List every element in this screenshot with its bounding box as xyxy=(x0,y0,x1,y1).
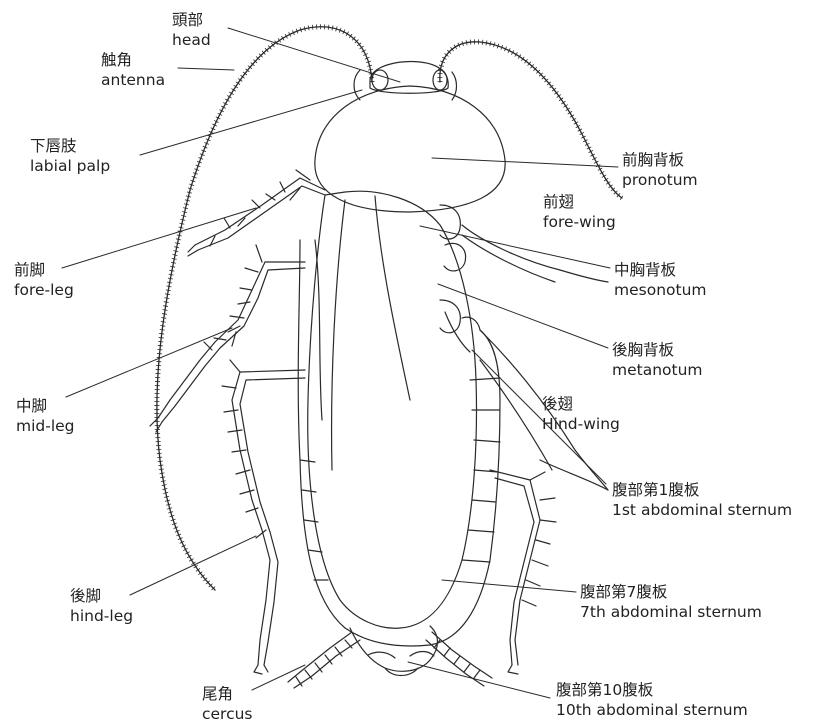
leader-metanotum xyxy=(438,284,608,348)
pronotum-shape xyxy=(315,86,505,212)
label-labial-palp: 下唇肢 labial palp xyxy=(30,136,110,176)
leader-hind-leg xyxy=(130,536,256,595)
label-fore-wing: 前翅 fore-wing xyxy=(543,192,616,232)
leader-mid-leg xyxy=(66,328,232,397)
fore-leg-shape xyxy=(188,170,325,256)
label-antenna-ja: 触角 xyxy=(101,50,165,70)
label-sternum-1-ja: 腹部第1腹板 xyxy=(612,480,792,500)
hind-leg-shape xyxy=(222,360,305,674)
label-labial-palp-ja: 下唇肢 xyxy=(30,136,110,156)
leader-mesonotum xyxy=(420,226,610,268)
label-cercus-en: cercus xyxy=(202,704,253,724)
label-head-ja: 頭部 xyxy=(172,10,211,30)
label-antenna-en: antenna xyxy=(101,70,165,90)
cercus-left-shape xyxy=(288,632,360,688)
label-sternum-10-ja: 腹部第10腹板 xyxy=(556,680,748,700)
label-fore-leg-en: fore-leg xyxy=(14,280,74,300)
leader-lines xyxy=(62,28,618,698)
label-sternum-1: 腹部第1腹板 1st abdominal sternum xyxy=(612,480,792,520)
label-hind-leg-en: hind-leg xyxy=(70,606,133,626)
label-sternum-1-en: 1st abdominal sternum xyxy=(612,500,792,520)
label-metanotum: 後胸背板 metanotum xyxy=(612,340,703,380)
label-labial-palp-en: labial palp xyxy=(30,156,110,176)
label-fore-wing-ja: 前翅 xyxy=(543,192,616,212)
label-hind-wing: 後翅 Hind-wing xyxy=(542,394,620,434)
label-mesonotum: 中胸背板 mesonotum xyxy=(614,260,707,300)
label-sternum-7-en: 7th abdominal sternum xyxy=(580,602,762,622)
label-metanotum-en: metanotum xyxy=(612,360,703,380)
leader-antenna xyxy=(178,68,234,70)
leader-sternum-10 xyxy=(408,662,550,698)
cercus-right-shape xyxy=(426,632,492,686)
label-pronotum: 前胸背板 pronotum xyxy=(622,150,698,190)
label-hind-wing-ja: 後翅 xyxy=(542,394,620,414)
label-mesonotum-en: mesonotum xyxy=(614,280,707,300)
label-pronotum-ja: 前胸背板 xyxy=(622,150,698,170)
mid-leg-shape xyxy=(150,245,305,432)
label-mid-leg-ja: 中脚 xyxy=(16,396,75,416)
label-pronotum-en: pronotum xyxy=(622,170,698,190)
label-sternum-7-ja: 腹部第7腹板 xyxy=(580,582,762,602)
label-cercus-ja: 尾角 xyxy=(202,684,253,704)
label-mid-leg-en: mid-leg xyxy=(16,416,75,436)
label-fore-leg: 前脚 fore-leg xyxy=(14,260,74,300)
label-fore-leg-ja: 前脚 xyxy=(14,260,74,280)
label-mid-leg: 中脚 mid-leg xyxy=(16,396,75,436)
label-hind-wing-en: Hind-wing xyxy=(542,414,620,434)
label-hind-leg-ja: 後脚 xyxy=(70,586,133,606)
label-head: 頭部 head xyxy=(172,10,211,50)
label-antenna: 触角 antenna xyxy=(101,50,165,90)
leader-head xyxy=(228,28,400,82)
leader-sternum-7 xyxy=(442,580,576,592)
label-metanotum-ja: 後胸背板 xyxy=(612,340,703,360)
antenna-right xyxy=(440,42,622,198)
label-mesonotum-ja: 中胸背板 xyxy=(614,260,707,280)
leader-pronotum xyxy=(432,158,618,167)
label-sternum-10: 腹部第10腹板 10th abdominal sternum xyxy=(556,680,748,720)
right-leg-shape xyxy=(490,470,556,674)
label-head-en: head xyxy=(172,30,211,50)
label-hind-leg: 後脚 hind-leg xyxy=(70,586,133,626)
label-sternum-10-en: 10th abdominal sternum xyxy=(556,700,748,720)
label-sternum-7: 腹部第7腹板 7th abdominal sternum xyxy=(580,582,762,622)
abdomen-shape xyxy=(298,240,500,676)
label-cercus: 尾角 cercus xyxy=(202,684,253,724)
label-fore-wing-en: fore-wing xyxy=(543,212,616,232)
fore-wing-shape xyxy=(308,191,477,628)
